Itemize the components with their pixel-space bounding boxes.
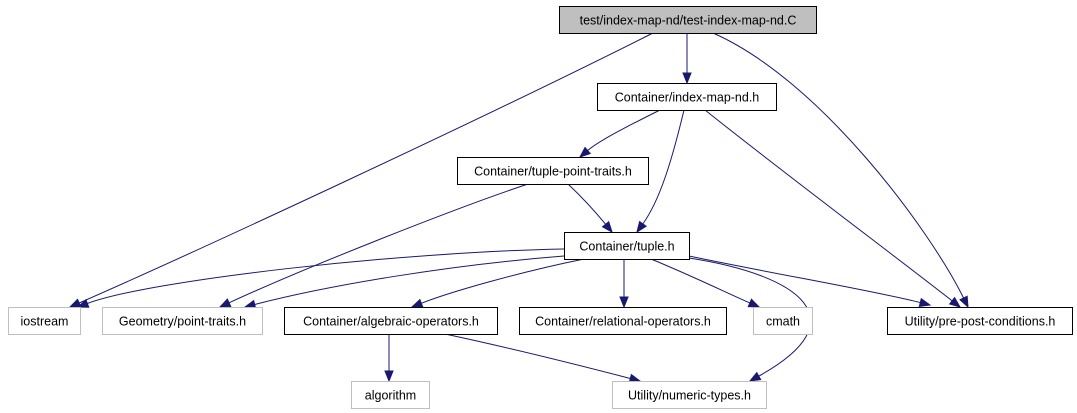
node-box[interactable] [284,307,498,335]
arrowhead-icon [918,297,932,308]
node-box[interactable] [8,307,81,335]
node-box[interactable] [753,307,813,335]
node-tuple[interactable]: Container/tuple.h [564,232,690,260]
edge-tuple-to-pre_post_conditions [688,255,932,308]
node-box[interactable] [457,157,649,185]
arrowhead-icon [68,298,82,308]
edge-line [444,333,631,379]
arrowhead-icon [747,298,761,308]
edge-line [567,183,607,225]
arrowhead-icon [619,296,629,309]
edge-line [228,183,529,304]
node-box[interactable] [559,6,817,34]
edge-line [421,258,585,304]
arrowhead-icon [601,220,613,234]
edge-tuple-to-numeric_types [688,257,811,382]
arrowhead-icon [948,296,962,308]
edge-line [78,32,654,304]
node-label: Container/tuple.h [579,240,674,254]
node-numeric-types[interactable]: Utility/numeric-types.h [612,381,767,409]
node-label: Geometry/point-traits.h [119,315,246,329]
node-box[interactable] [887,307,1073,335]
node-label: test/index-map-nd/test-index-map-nd.C [580,14,797,28]
node-algorithm[interactable]: algorithm [351,381,430,409]
edge-line [254,255,565,305]
edge-root-to-index_map_nd [682,33,692,85]
node-label: Container/relational-operators.h [535,315,711,329]
arrowhead-icon [218,298,232,308]
arrowhead-icon [959,295,969,309]
node-box[interactable] [612,381,767,409]
node-root[interactable]: test/index-map-nd/test-index-map-nd.C [559,6,817,34]
arrowhead-icon [748,371,762,382]
edge-tuple-to-point_traits [243,255,565,309]
node-index-map-nd[interactable]: Container/index-map-nd.h [597,83,777,111]
edge-tuple-to-algebraic_operators [410,258,585,308]
edge-line [688,257,811,377]
node-box[interactable] [564,232,690,260]
node-point-traits[interactable]: Geometry/point-traits.h [102,307,263,335]
edge-line [688,255,921,304]
node-cmath[interactable]: cmath [753,307,813,335]
edge-line [650,258,751,304]
edge-root-to-iostream [68,32,654,308]
edge-algebraic_operators-to-algorithm [384,334,394,383]
arrowhead-icon [76,298,90,308]
node-label: cmath [766,315,800,329]
edges-layer [68,32,969,383]
edge-line [704,109,953,302]
arrowhead-icon [578,146,592,158]
node-label: Container/index-map-nd.h [615,91,760,105]
node-label: Container/algebraic-operators.h [303,315,479,329]
edge-tuple_point_traits-to-point_traits [218,183,529,308]
node-label: iostream [21,315,69,329]
edge-index_map_nd-to-tuple [636,109,685,234]
node-iostream[interactable]: iostream [8,307,81,335]
node-label: Container/tuple-point-traits.h [474,165,632,179]
node-relational-operators[interactable]: Container/relational-operators.h [519,307,727,335]
edge-index_map_nd-to-pre_post_conditions [704,109,962,308]
edge-line [642,109,685,225]
node-label: Utility/pre-post-conditions.h [905,315,1056,329]
node-box[interactable] [519,307,727,335]
node-box[interactable] [102,307,263,335]
edge-line [87,248,565,304]
node-tuple-point-traits[interactable]: Container/tuple-point-traits.h [457,157,649,185]
node-label: Utility/numeric-types.h [628,389,751,403]
nodes-layer: test/index-map-nd/test-index-map-nd.C Con… [8,6,1073,409]
edge-tuple-to-relational_operators [619,258,629,309]
node-pre-post-conditions[interactable]: Utility/pre-post-conditions.h [887,307,1073,335]
arrowhead-icon [636,220,647,234]
node-box[interactable] [597,83,777,111]
edge-root-to-pre_post_conditions [712,32,969,309]
arrowhead-icon [682,72,692,85]
edge-tuple-to-iostream [76,248,565,308]
arrowhead-icon [384,370,394,383]
node-label: algorithm [365,389,416,403]
node-algebraic-operators[interactable]: Container/algebraic-operators.h [284,307,498,335]
edge-algebraic_operators-to-numeric_types [444,333,642,383]
edge-index_map_nd-to-tuple_point_traits [578,109,661,158]
edge-line [587,109,661,151]
arrowhead-icon [410,298,424,308]
node-box[interactable] [351,381,430,409]
edge-tuple_point_traits-to-tuple [567,183,613,234]
edge-line [712,32,965,299]
edge-tuple-to-cmath [650,258,761,308]
